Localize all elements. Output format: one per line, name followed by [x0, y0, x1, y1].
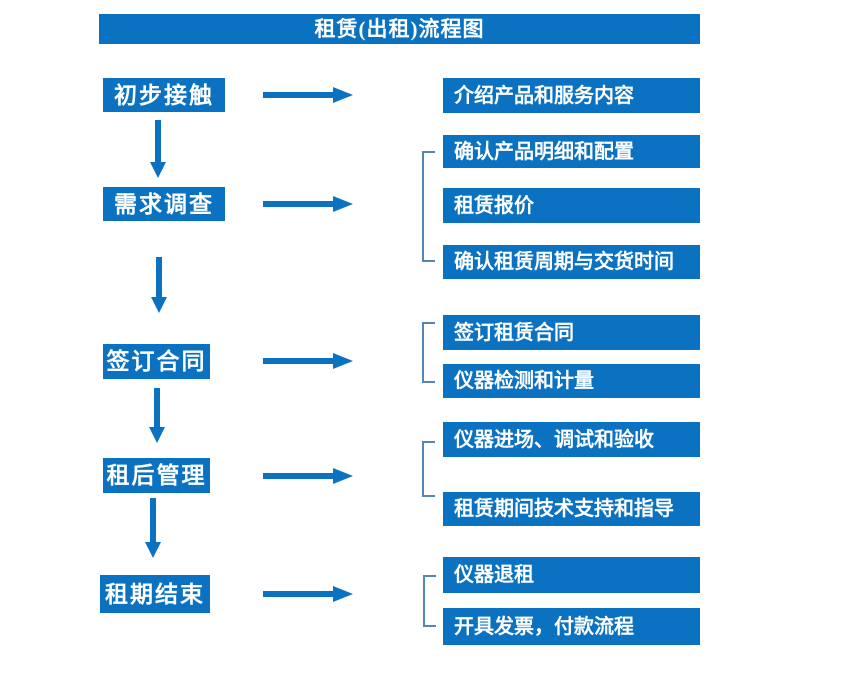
- step-node-post-rental-management: 租后管理: [103, 458, 210, 493]
- detail-label: 仪器进场、调试和验收: [454, 428, 654, 451]
- step-label: 需求调查: [114, 191, 214, 217]
- detail-label: 签订租赁合同: [454, 321, 574, 344]
- down-arrow-1: [150, 120, 166, 178]
- down-arrow-4: [145, 498, 161, 558]
- detail-node-instrument-return: 仪器退租: [443, 557, 700, 593]
- detail-node-instrument-setup-acceptance: 仪器进场、调试和验收: [443, 422, 700, 457]
- arrow-head-icon: [333, 196, 353, 212]
- step-node-sign-contract: 签订合同: [103, 344, 210, 379]
- arrow-shaft: [263, 92, 333, 98]
- detail-label: 仪器检测和计量: [454, 370, 594, 392]
- arrow-head-icon: [333, 468, 353, 484]
- detail-node-instrument-testing: 仪器检测和计量: [443, 364, 700, 398]
- group-bracket-3: [422, 441, 435, 497]
- detail-label: 确认租赁周期与交货时间: [454, 251, 674, 273]
- right-arrow-5: [263, 586, 353, 602]
- arrow-head-icon: [333, 87, 353, 103]
- arrow-head-icon: [151, 297, 167, 313]
- arrow-head-icon: [145, 542, 161, 558]
- flowchart-title: 租赁(出租)流程图: [99, 14, 700, 44]
- detail-node-technical-support: 租赁期间技术支持和指导: [443, 492, 700, 526]
- arrow-shaft: [263, 201, 333, 207]
- arrow-shaft: [150, 498, 156, 542]
- step-label: 租期结束: [105, 581, 205, 607]
- right-arrow-1: [263, 87, 353, 103]
- arrow-shaft: [156, 257, 162, 297]
- arrow-head-icon: [333, 586, 353, 602]
- arrow-shaft: [263, 591, 333, 597]
- arrow-shaft: [263, 358, 333, 364]
- right-arrow-4: [263, 468, 353, 484]
- right-arrow-2: [263, 196, 353, 212]
- detail-node-introduce-products: 介绍产品和服务内容: [443, 78, 700, 113]
- arrow-shaft: [155, 120, 161, 162]
- detail-node-rental-quotation: 租赁报价: [443, 188, 700, 223]
- detail-label: 确认产品明细和配置: [454, 140, 634, 163]
- arrow-head-icon: [150, 162, 166, 178]
- step-label: 租后管理: [106, 463, 207, 488]
- detail-node-sign-rental-contract: 签订租赁合同: [443, 315, 700, 350]
- right-arrow-3: [263, 353, 353, 369]
- step-node-rental-end: 租期结束: [100, 575, 210, 613]
- step-node-demand-survey: 需求调查: [103, 187, 225, 221]
- detail-node-confirm-product-config: 确认产品明细和配置: [443, 135, 700, 168]
- arrow-shaft: [154, 388, 160, 427]
- arrow-head-icon: [149, 427, 165, 443]
- detail-node-confirm-period-delivery: 确认租赁周期与交货时间: [443, 245, 700, 279]
- group-bracket-1: [422, 151, 435, 262]
- arrow-head-icon: [333, 353, 353, 369]
- group-bracket-2: [422, 322, 435, 383]
- down-arrow-2: [151, 257, 167, 313]
- detail-node-invoice-payment: 开具发票，付款流程: [443, 608, 700, 645]
- detail-label: 租赁期间技术支持和指导: [454, 498, 674, 520]
- flowchart-title-label: 租赁(出租)流程图: [314, 16, 485, 41]
- detail-label: 开具发票，付款流程: [454, 615, 634, 638]
- detail-label: 租赁报价: [454, 194, 534, 217]
- down-arrow-3: [149, 388, 165, 443]
- arrow-shaft: [263, 473, 333, 479]
- step-label: 签订合同: [106, 349, 207, 374]
- detail-label: 介绍产品和服务内容: [454, 84, 634, 107]
- step-label: 初步接触: [114, 82, 214, 108]
- detail-label: 仪器退租: [454, 564, 534, 586]
- step-node-initial-contact: 初步接触: [103, 78, 225, 112]
- group-bracket-4: [423, 575, 436, 627]
